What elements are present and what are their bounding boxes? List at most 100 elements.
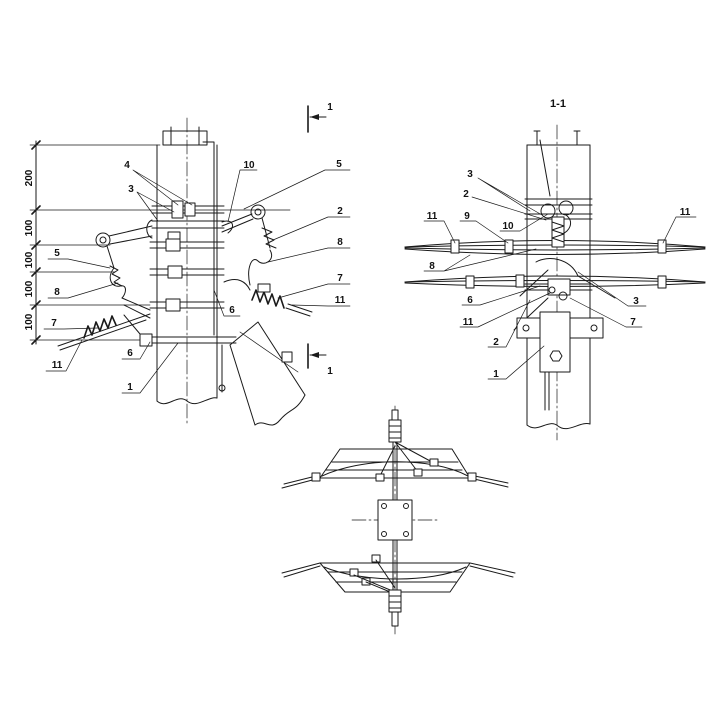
hook-fitting [561,214,572,235]
leader-line [47,282,119,299]
bolt-nut [281,351,293,363]
plate-hole [403,503,409,509]
callout-10: 10 [243,160,255,171]
callout-11-left: 11 [52,360,63,371]
conductor-left [57,313,151,351]
leader-line [132,169,193,206]
band-bolt [171,200,184,219]
tension-link [106,245,115,269]
bundle-outline [319,448,471,479]
spacer-clamp [467,472,477,482]
section-view-leaders [423,177,697,380]
insulator-cap [391,409,399,421]
section-view-title: 1-1 [550,98,566,110]
callout-7: 7 [630,317,636,328]
u-bolt-ring [540,203,556,219]
dimension-label: 100 [24,219,35,236]
leader-line [121,342,179,394]
leader-line [577,271,647,307]
insulator-body [388,589,402,613]
pole-top-tenon [162,130,208,146]
leader-line [423,248,537,272]
ground-wire [202,141,215,336]
spacer-clamp [311,472,321,482]
callout-4: 4 [124,160,130,171]
callout-11-right: 11 [335,295,346,306]
callout-5-right: 5 [336,159,342,170]
band [149,241,225,249]
callout-11-lower: 11 [463,317,474,328]
plate-hole [381,531,387,537]
section-view: 1-1 [404,98,706,441]
callout-11-left: 11 [427,211,438,222]
spacer-clamp [657,239,667,254]
band [139,336,237,344]
arched-arm [535,258,579,277]
upper-insulator-plan [379,409,433,501]
spacer-clamp [465,275,475,289]
section-view-callouts: 3 2 10 11 9 11 8 6 3 11 7 2 1 [427,169,691,380]
callout-2-lower: 2 [493,337,499,348]
right-insulator-assembly [221,204,313,317]
spacer-clamp [349,568,359,577]
beam-inner-line [239,331,299,373]
leader-line [47,258,111,269]
leader-line [227,169,258,223]
pole-bands [139,200,237,347]
side-view-callouts: 4 3 10 5 2 8 7 11 6 5 8 7 11 6 1 [51,159,346,393]
pole-band [524,198,593,220]
leader-line [487,299,531,348]
callout-1: 1 [493,369,499,380]
band-loop [146,219,153,239]
bracket-bolt-head [549,350,563,362]
insulator-body [388,419,402,443]
dimension-chain: 200 100 100 100 100 [24,140,291,345]
lower-insulator-plan [388,589,402,627]
callout-9: 9 [464,211,470,222]
plate-hole [381,503,387,509]
bracket-web [539,311,571,373]
section-arrow-head [310,352,319,358]
insulator-sheds [551,221,565,243]
band-bolt [165,238,181,252]
mounting-bracket [516,311,604,411]
callout-2-upper: 2 [463,189,469,200]
insulator-cap [391,611,399,627]
beam-edge [229,344,256,426]
lower-bundle-plan [281,539,516,595]
leader-line [213,289,241,317]
bracket-hole [522,324,530,332]
leader-line [499,213,549,232]
leader-line [487,345,545,380]
diagonal-link [379,441,433,477]
band [151,220,225,229]
strap [392,441,398,501]
leader-line [471,196,547,221]
spacer-clamp [515,274,525,288]
long-rod-insulator [83,315,117,339]
conductor [404,247,706,251]
band-bolt [139,333,153,347]
through-bolt-head [218,384,226,392]
dimension-label: 200 [24,169,35,186]
leader-line [272,216,351,241]
arm-loop [221,220,234,234]
lower-fittings [513,258,616,331]
beam-edge [229,321,306,396]
band [149,268,225,276]
suspension-ring-inner [99,236,107,244]
section-marker-label: 1 [327,102,333,113]
section-marker-top: 1 [307,102,333,133]
section-marker-label: 1 [327,366,333,377]
suspension-ring [95,232,111,248]
leader-line [662,216,697,244]
side-view: 200 100 100 100 100 [24,102,351,426]
spacer-clamp [657,275,667,289]
spacer-clamp [371,554,381,563]
clamp-link [123,314,141,335]
leader-line [43,327,99,330]
leader-line [277,283,351,299]
callout-3-upper: 3 [467,169,473,180]
